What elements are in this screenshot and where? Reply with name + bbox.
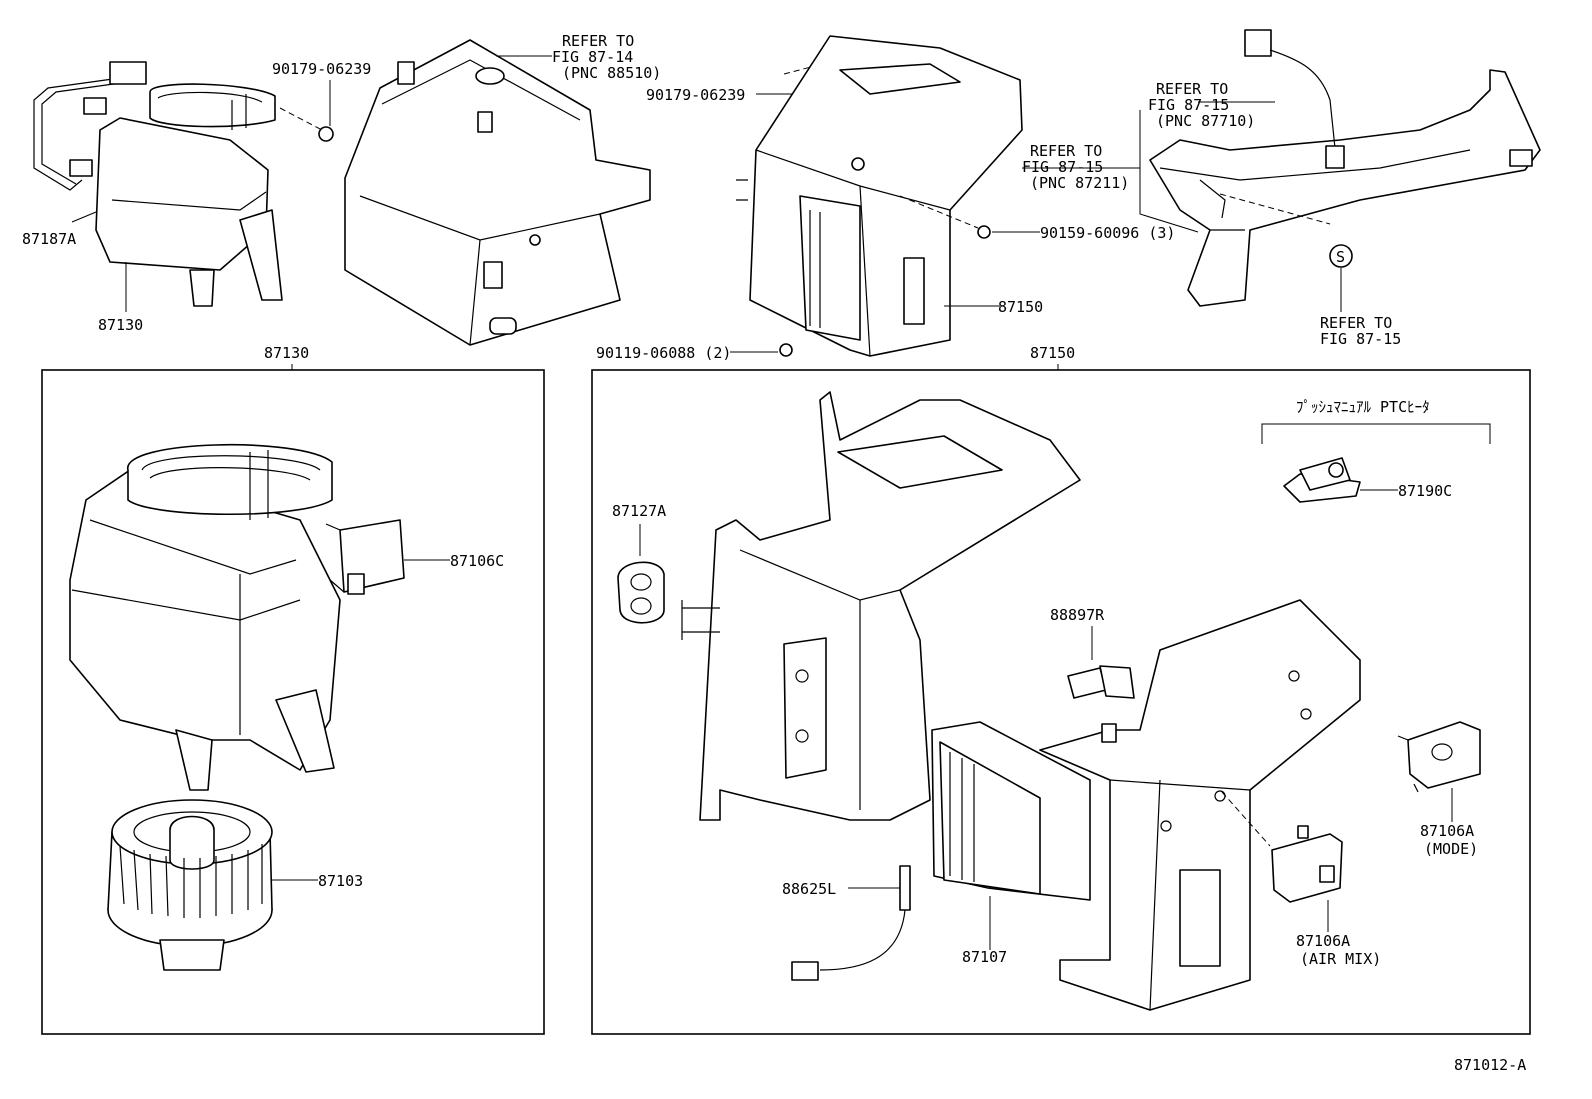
panel-right-header: 87150 xyxy=(1030,344,1075,362)
resistor-87106c xyxy=(325,519,405,595)
duct-and-sensor-top-right xyxy=(1149,29,1541,307)
blower-motor-87103 xyxy=(107,799,273,971)
sensor-88897r xyxy=(1067,665,1135,699)
s-mark-circle xyxy=(1329,244,1353,268)
label-87150-small: 87150 xyxy=(998,298,1043,316)
label-90179-06239-a: 90179-06239 xyxy=(272,60,371,78)
evaporator-case-upper xyxy=(681,391,1081,821)
label-90159-60096: 90159-60096 (3) xyxy=(1040,224,1175,242)
panel-right-frame xyxy=(591,369,1531,1035)
servo-87106a-mode xyxy=(1397,721,1481,793)
dash-line-b xyxy=(783,61,831,75)
damper-87127a xyxy=(617,561,665,624)
refer-8714-line3: (PNC 88510) xyxy=(562,64,661,82)
label-87106a-mode: 87106A xyxy=(1420,822,1474,840)
label-90119-06088: 90119-06088 (2) xyxy=(596,344,731,362)
refer-8715b-line1: REFER TO xyxy=(1156,80,1228,98)
screw-90119 xyxy=(779,343,793,357)
refer-8715c-line1: REFER TO xyxy=(1320,314,1392,332)
label-88625l: 88625L xyxy=(782,880,836,898)
dash-line-d xyxy=(1219,193,1331,225)
label-90179-06239-b: 90179-06239 xyxy=(646,86,745,104)
label-87106c: 87106C xyxy=(450,552,504,570)
label-87107: 87107 xyxy=(962,948,1007,966)
dash-line-a xyxy=(279,107,323,131)
label-88897r: 88897R xyxy=(1050,606,1105,624)
blower-housing-87130 xyxy=(69,443,341,791)
lead-87187a xyxy=(71,211,97,223)
ptc-heater-87190c xyxy=(1283,457,1361,503)
evaporator-87107 xyxy=(931,721,1091,901)
label-mode: (MODE) xyxy=(1424,840,1478,858)
wire-harness-87187a xyxy=(33,61,147,191)
heater-unit-top xyxy=(344,39,651,346)
dash-line-c xyxy=(899,195,979,229)
label-87190c: 87190C xyxy=(1398,482,1452,500)
servo-87106a-airmix xyxy=(1271,825,1343,903)
label-87106a-airmix: 87106A xyxy=(1296,932,1350,950)
label-airmix: (AIR MIX) xyxy=(1300,950,1381,968)
refer-8715b-line3: (PNC 87710) xyxy=(1156,112,1255,130)
refer-8715a-line1: REFER TO xyxy=(1030,142,1102,160)
label-87103: 87103 xyxy=(318,872,363,890)
dash-line-e xyxy=(1221,791,1271,847)
lead-refer-bracket xyxy=(1139,110,1199,233)
label-87127a: 87127A xyxy=(612,502,666,520)
refer-8715c-line2: FIG 87-15 xyxy=(1320,330,1401,348)
label-87130-small: 87130 xyxy=(98,316,143,334)
label-87187a: 87187A xyxy=(22,230,76,248)
refer-8715a-line2: FIG 87-15 xyxy=(1022,158,1103,176)
thermistor-88625l xyxy=(791,865,911,981)
figure-id: 871012-A xyxy=(1454,1056,1526,1074)
evaporator-case-lower xyxy=(1039,599,1361,1011)
cooling-unit-87150-small xyxy=(736,35,1023,357)
panel-left-frame xyxy=(41,369,545,1035)
refer-8714-line1: REFER TO xyxy=(562,32,634,50)
ptc-title: ﾌﾟｯｼｭﾏﾆｭｱﾙ PTCﾋｰﾀ xyxy=(1296,398,1430,416)
refer-8715a-line3: (PNC 87211) xyxy=(1030,174,1129,192)
ptc-bracket xyxy=(1261,423,1491,444)
clip-90179-a xyxy=(318,126,334,142)
s-mark: S xyxy=(1336,248,1345,266)
blower-unit-87130-small xyxy=(95,83,283,307)
refer-8715b-line2: FIG 87-15 xyxy=(1148,96,1229,114)
panel-left-header: 87130 xyxy=(264,344,309,362)
refer-8714-line2: FIG 87-14 xyxy=(552,48,633,66)
screw-90159 xyxy=(977,225,991,239)
